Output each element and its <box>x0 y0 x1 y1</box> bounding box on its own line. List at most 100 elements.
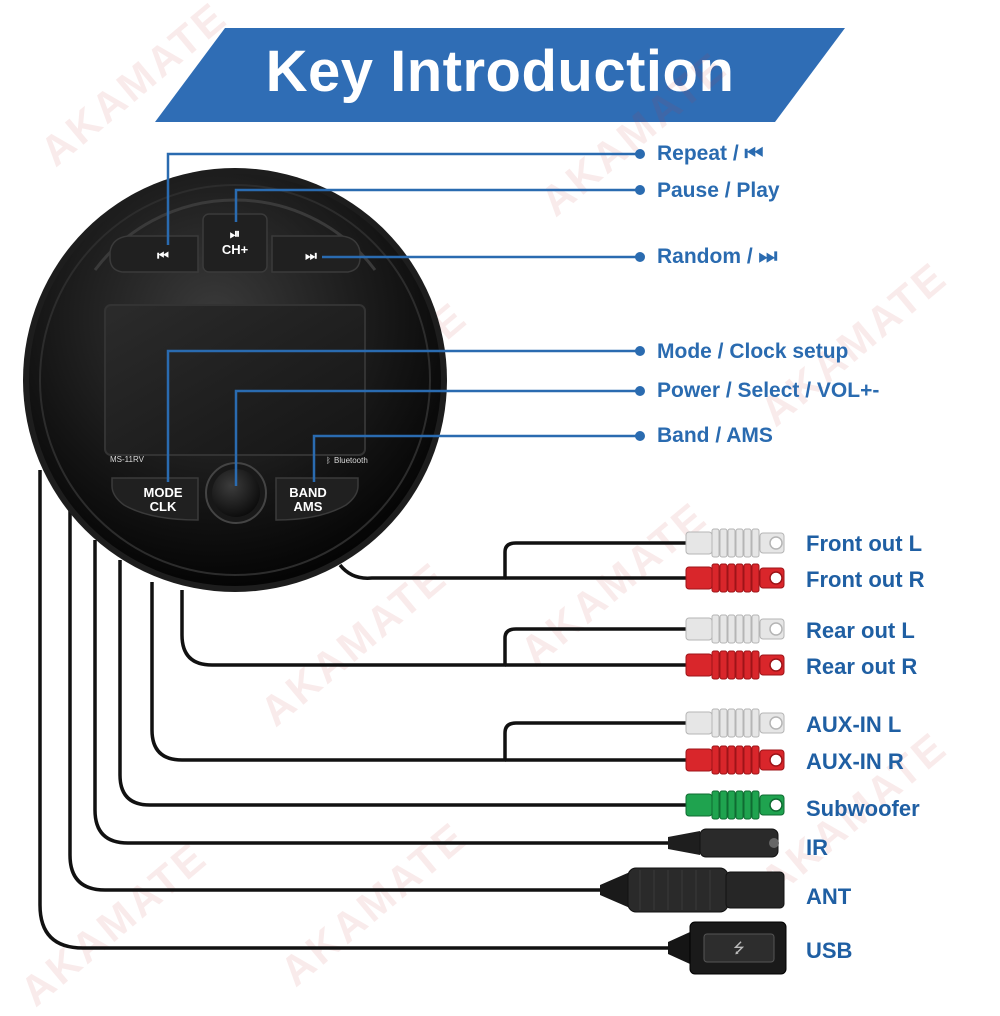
rca-plug <box>685 614 785 644</box>
leader-dot <box>635 149 645 159</box>
rca-hole <box>769 622 783 636</box>
leader-dot <box>635 386 645 396</box>
conn-label-usb: USB <box>806 938 853 963</box>
usb-port <box>703 933 775 963</box>
cable <box>68 505 605 892</box>
rca-grip <box>711 563 720 593</box>
rca-grip <box>727 790 736 820</box>
cable <box>38 470 670 950</box>
volume-knob[interactable] <box>212 469 260 517</box>
head-unit <box>23 168 447 592</box>
rca-grip <box>751 708 760 738</box>
rca-hole <box>769 536 783 550</box>
rca-body <box>685 748 713 772</box>
key-label-repeat: Repeat / ⏮ <box>657 142 764 165</box>
usb-plug: ⭍ <box>668 921 787 975</box>
rca-grip <box>727 563 736 593</box>
rca-plug <box>685 790 785 820</box>
ir-strain-relief <box>668 831 700 855</box>
rca-grip <box>751 563 760 593</box>
rca-grip <box>727 708 736 738</box>
usb-icon: ⭍ <box>733 941 745 957</box>
rca-grip <box>743 790 752 820</box>
cable <box>338 541 690 580</box>
conn-label-ir: IR <box>806 835 828 860</box>
rca-grip <box>719 563 728 593</box>
rca-grip <box>751 614 760 644</box>
mode-clk-button[interactable] <box>111 477 199 521</box>
rca-hole <box>769 716 783 730</box>
conn-label-front-l: Front out L <box>806 531 923 556</box>
cable <box>93 540 670 845</box>
device-inner-ring <box>39 184 431 576</box>
rca-grip <box>735 528 744 558</box>
rca-grip <box>743 745 752 775</box>
ant-strain-relief <box>600 872 630 908</box>
rca-body <box>685 793 713 817</box>
ir-jack <box>668 828 779 858</box>
rca-grip <box>719 650 728 680</box>
leader-dot <box>635 431 645 441</box>
conn-label-aux-l: AUX-IN L <box>806 712 902 737</box>
rca-grip <box>751 528 760 558</box>
leader-dot <box>635 185 645 195</box>
rca-grip <box>719 708 728 738</box>
cable <box>118 560 690 807</box>
rca-grip <box>751 745 760 775</box>
rca-grip <box>743 528 752 558</box>
rca-grip <box>735 563 744 593</box>
rca-grip <box>727 650 736 680</box>
conn-label-rear-r: Rear out R <box>806 654 918 679</box>
page-title: Key Introduction <box>265 39 735 104</box>
conn-label-front-r: Front out R <box>806 567 925 592</box>
cable <box>180 590 690 667</box>
rca-grip <box>727 614 736 644</box>
rca-grip <box>711 528 720 558</box>
rca-plug <box>685 650 785 680</box>
rca-grip <box>719 528 728 558</box>
rca-grip <box>743 708 752 738</box>
rca-grip <box>727 745 736 775</box>
usb-strain-relief <box>668 932 690 964</box>
rca-plug <box>685 745 785 775</box>
rca-grip <box>711 745 720 775</box>
band-ams-button[interactable] <box>275 477 359 521</box>
cable-group <box>38 470 690 950</box>
rca-plug <box>685 563 785 593</box>
leader-dot <box>635 252 645 262</box>
conn-label-rear-l: Rear out L <box>806 618 915 643</box>
title-banner <box>155 28 845 122</box>
rca-grip <box>711 790 720 820</box>
leader-line <box>166 349 640 482</box>
rca-grip <box>751 650 760 680</box>
ir-hole <box>769 838 779 848</box>
mode-label-line1: MODE <box>143 485 183 500</box>
ant-body <box>627 867 729 913</box>
rca-plug <box>685 708 785 738</box>
banner-shape <box>155 28 845 122</box>
cable <box>150 582 690 762</box>
prev-button[interactable] <box>109 235 199 273</box>
conn-label-aux-r: AUX-IN R <box>806 749 904 774</box>
rca-body <box>685 711 713 735</box>
connector-group: ⭍ <box>600 528 787 975</box>
key-label-mode-clock: Mode / Clock setup <box>657 340 849 363</box>
leader-line <box>312 434 640 482</box>
rca-body <box>685 653 713 677</box>
rca-grip <box>751 790 760 820</box>
rca-grip <box>743 563 752 593</box>
rca-grip <box>727 528 736 558</box>
rca-hole <box>769 571 783 585</box>
key-label-power-select: Power / Select / VOL+- <box>657 379 880 402</box>
key-label-pause-play: Pause / Play <box>657 179 780 202</box>
conn-label-subwoofer: Subwoofer <box>806 796 920 821</box>
rca-grip <box>711 650 720 680</box>
key-label-random: Random / ⏭ <box>657 245 778 268</box>
rca-grip <box>711 708 720 738</box>
band-label-line2: AMS <box>293 499 323 514</box>
next-glyph: ⏭ <box>305 248 317 263</box>
rca-hole <box>769 753 783 767</box>
conn-label-ant: ANT <box>806 884 852 909</box>
rca-grip <box>735 614 744 644</box>
